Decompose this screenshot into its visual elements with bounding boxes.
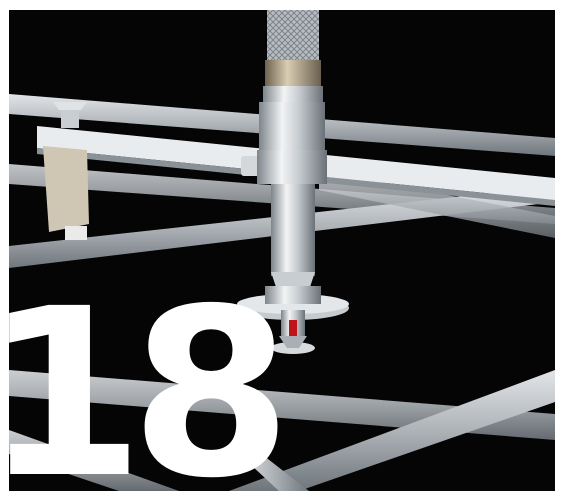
glass-bulb	[289, 320, 297, 340]
photo-frame: 18	[9, 10, 555, 491]
page-number: 18	[9, 259, 292, 491]
grid-clip	[43, 102, 89, 240]
sprinkler-photo	[9, 10, 555, 491]
sprinkler-drop	[241, 10, 327, 296]
sprinkler-head	[237, 286, 349, 354]
